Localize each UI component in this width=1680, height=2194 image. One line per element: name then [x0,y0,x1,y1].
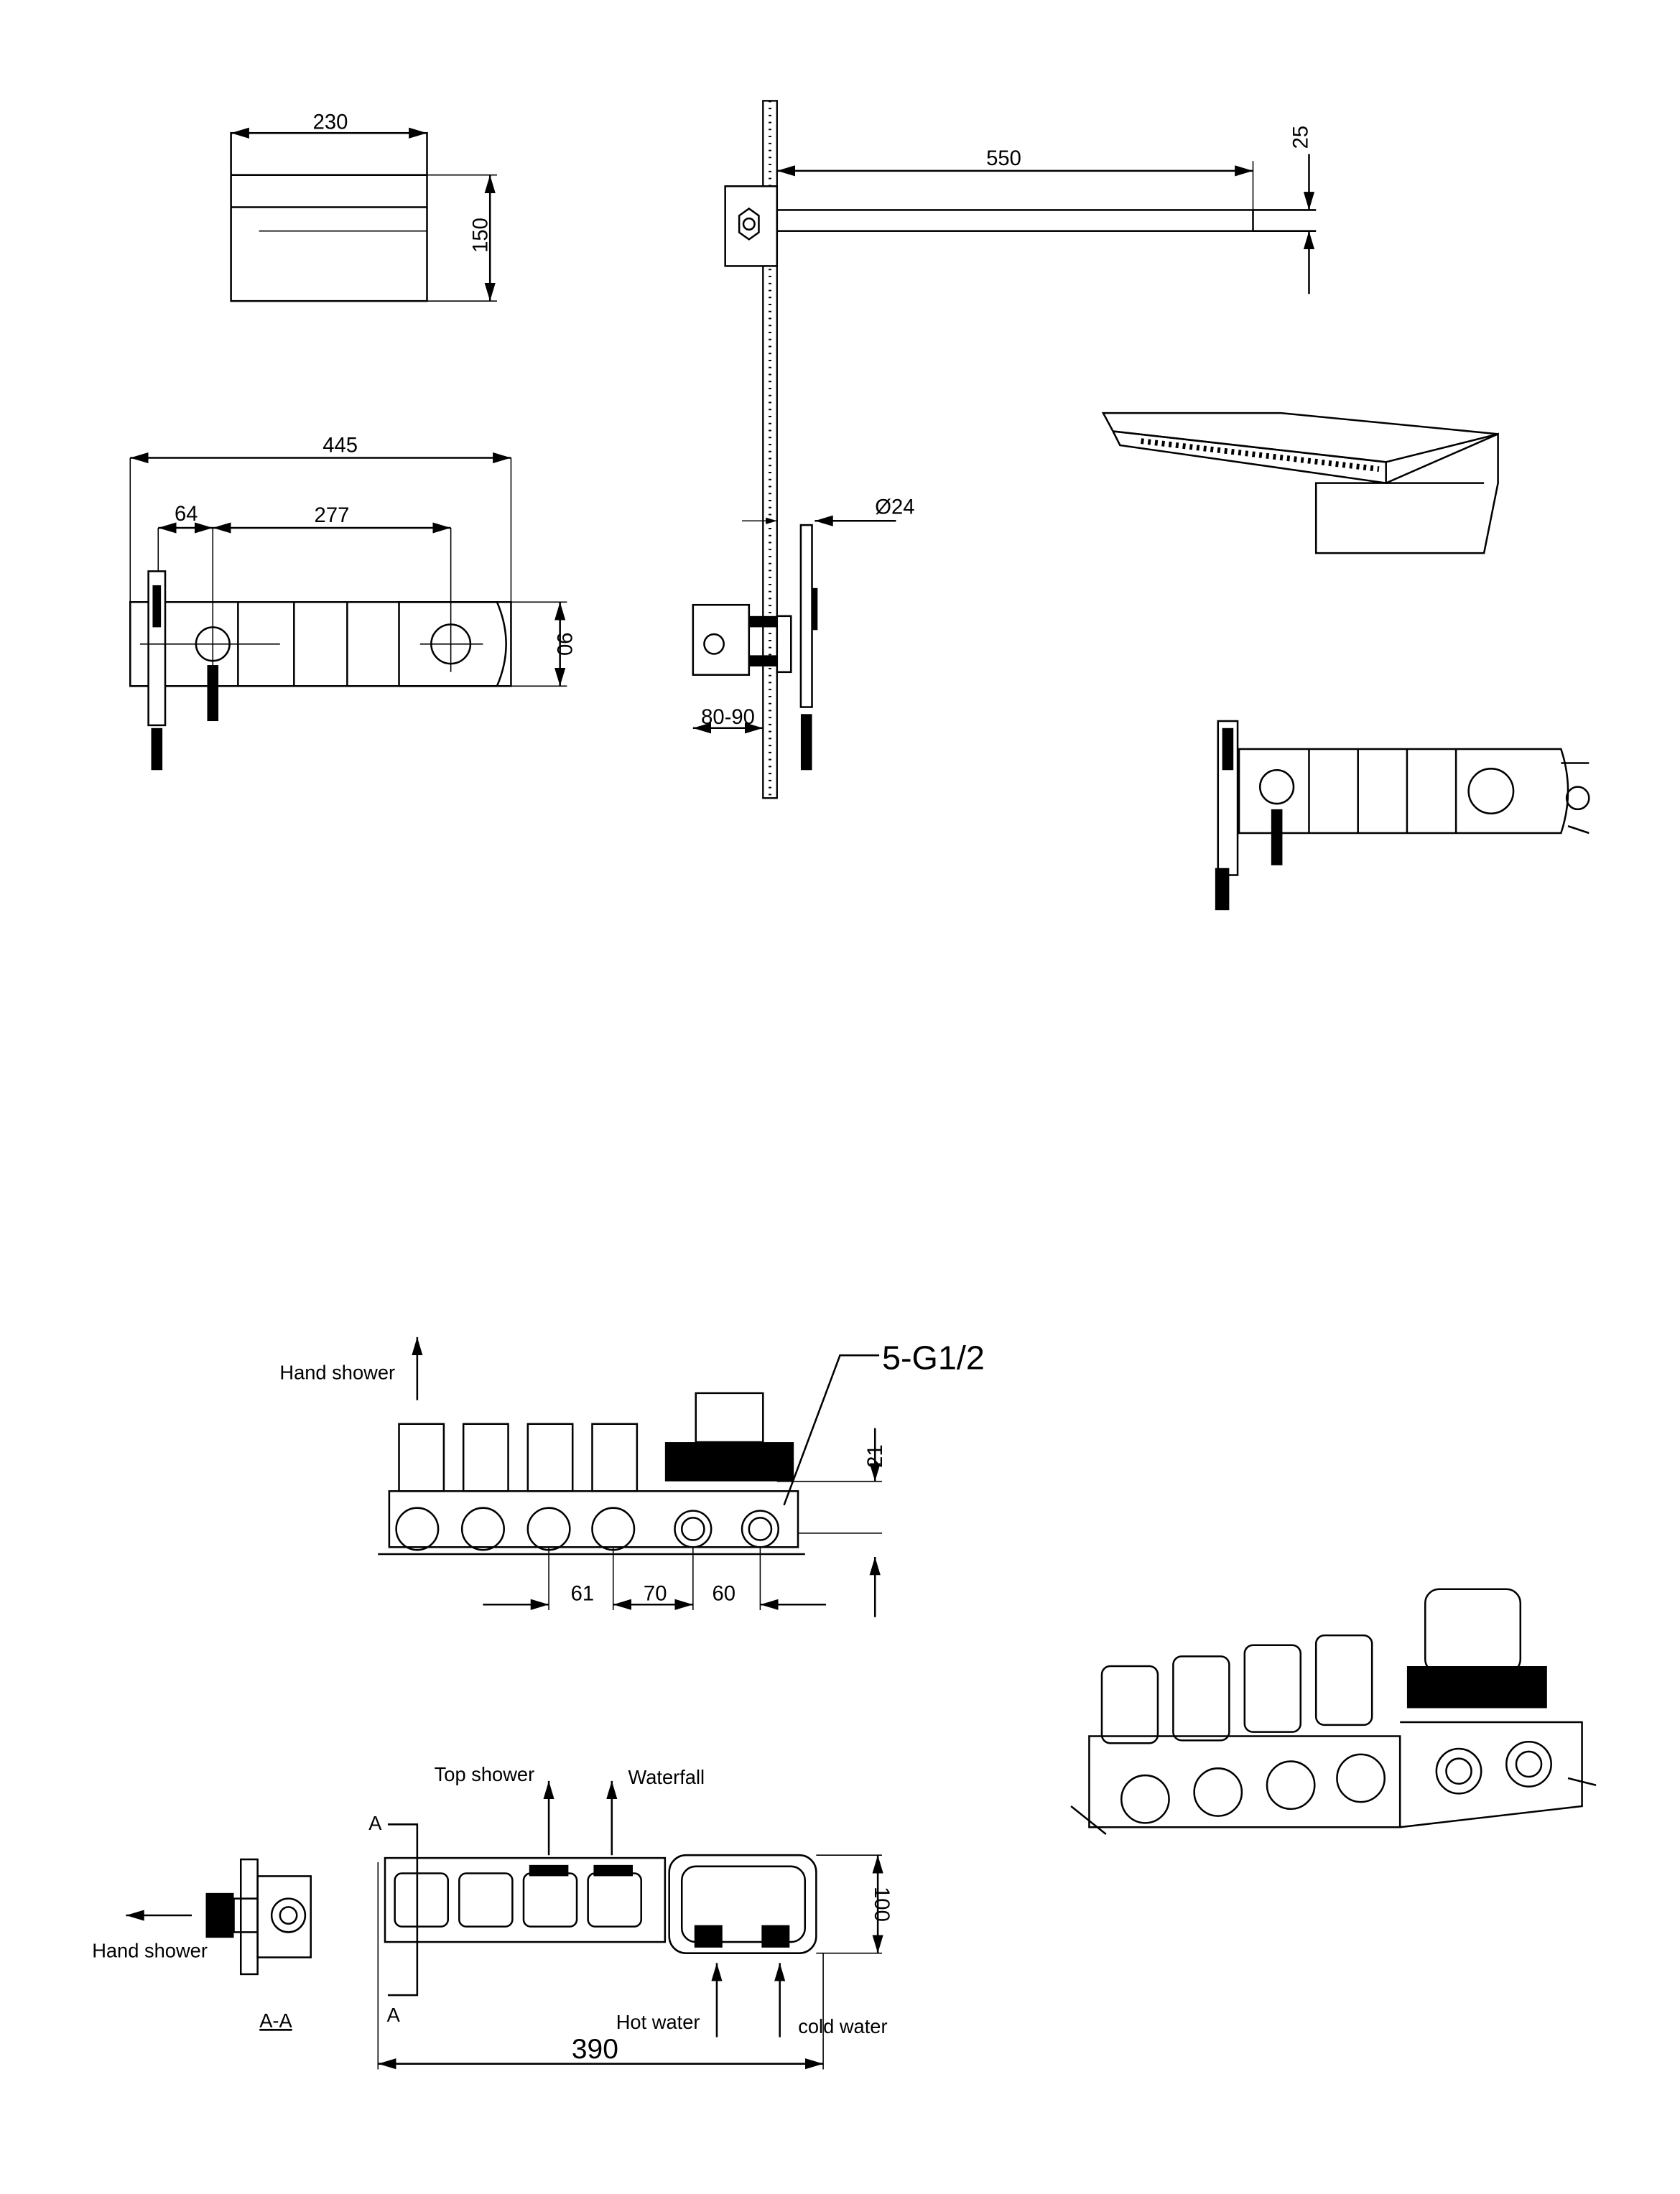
waterfall-label: Waterfall [628,1766,705,1788]
dim-80-90: 80-90 [701,706,755,729]
dim-21: 21 [864,1444,887,1468]
dim-25: 25 [1290,126,1313,149]
side-view: 550 25 Ø24 80-90 [692,100,1317,799]
valve-elevation-view: Hand shower 5-G1/2 21 61 70 60 [279,1337,985,1617]
dim-60: 60 [712,1582,735,1605]
dim-61: 61 [571,1582,595,1605]
dim-100: 100 [870,1887,893,1922]
dim-445: 445 [322,434,358,457]
cold-water-label: cold water [798,2015,887,2037]
section-a-a-view: Hand shower A-A [92,1858,312,2032]
dim-390: 390 [572,2034,618,2065]
hot-water-label: Hot water [616,2011,700,2033]
thread-label-5-g1-2: 5-G1/2 [882,1339,985,1377]
dim-550: 550 [986,147,1021,170]
shower-head-3d [1101,412,1499,554]
dim-70: 70 [644,1582,667,1605]
valve-body-3d [1070,1588,1597,1835]
dim-277: 277 [315,504,350,527]
dim-64: 64 [175,503,198,526]
hand-shower-label-section: Hand shower [92,1940,208,1962]
dim-diameter-24: Ø24 [875,496,914,519]
section-mark-a-bottom: A [387,2004,401,2026]
section-mark-a-top: A [368,1812,382,1834]
top-shower-label: Top shower [435,1763,535,1785]
dim-150: 150 [469,218,492,253]
dim-90: 90 [552,633,575,656]
mixer-panel-3d [1215,720,1590,911]
valve-plan-view: Top shower Waterfall A A 100 Hot water c… [368,1763,893,2070]
front-panel-view: 445 64 277 90 [129,434,575,771]
section-title-a-a: A-A [259,2009,292,2032]
shower-head-top-view: 230 150 [230,111,497,302]
hand-shower-label-top: Hand shower [279,1361,395,1383]
dim-230: 230 [313,111,348,134]
